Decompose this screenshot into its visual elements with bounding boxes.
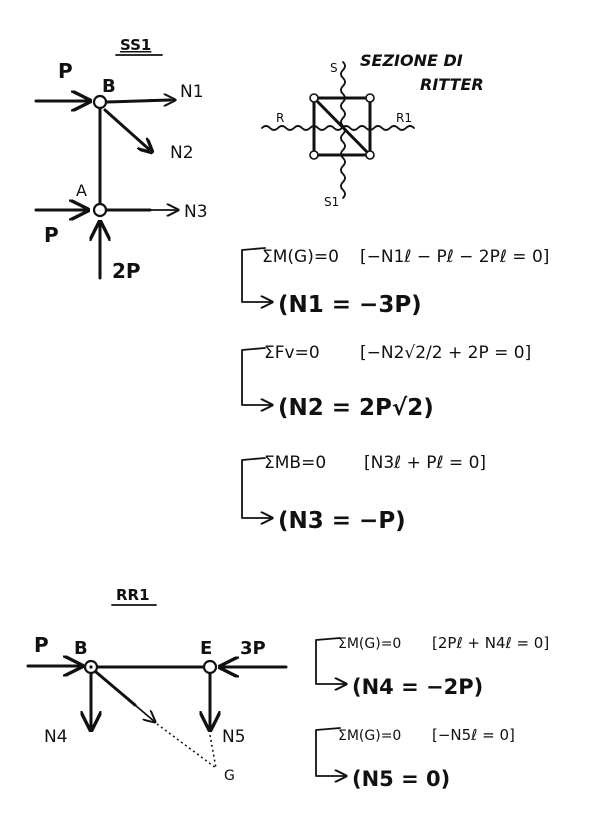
node-a — [92, 202, 108, 218]
node-e-label: E — [200, 638, 212, 659]
load-p-bottom-label: P — [44, 223, 59, 247]
eq3-bracket-arrow — [241, 457, 272, 518]
rr1-title: RR1 — [116, 586, 150, 604]
eq3-expression: [N3ℓ + Pℓ = 0] — [364, 453, 486, 473]
section-r-label: R — [276, 111, 284, 125]
dotted-line-g-vert — [209, 734, 217, 769]
eq4-condition: ΣM(G)=0 — [338, 636, 401, 652]
section-r-cut — [261, 125, 415, 131]
truss-node-bl — [309, 150, 319, 160]
eq2-condition: ΣFv=0 — [264, 343, 320, 363]
eq3-condition: ΣMB=0 — [264, 453, 326, 473]
eq2-expression: [−N2√2/2 + 2P = 0] — [360, 343, 531, 363]
eq1-expression: [−N1ℓ − Pℓ − 2Pℓ = 0] — [360, 247, 549, 267]
node-b-center — [89, 665, 93, 669]
n2-label: N2 — [170, 143, 194, 163]
node-e — [202, 659, 218, 675]
section-s-label: S — [330, 61, 338, 75]
section-s-cut — [340, 61, 346, 199]
eq2-result: (N2 = 2P√2) — [278, 395, 434, 421]
load-2p-label: 2P — [112, 259, 141, 283]
ritter-section: SEZIONE DI RITTER S S1 R R1 — [261, 51, 484, 209]
eq5-expression: [−N5ℓ = 0] — [432, 726, 515, 744]
n4-label: N4 — [44, 727, 68, 747]
ss1-diagram: SS1 P P 2P B A N1 N2 N3 — [34, 36, 208, 283]
truss-node-tl — [309, 93, 319, 103]
eq1-result: (N1 = −3P) — [278, 292, 422, 318]
rr1-diagram: RR1 P 3P B E G N4 N5 — [26, 586, 288, 784]
ss1-title: SS1 — [120, 36, 151, 54]
eq2-bracket-arrow — [241, 347, 272, 405]
ritter-title-line2: RITTER — [420, 75, 484, 94]
eq4-bracket-arrow — [315, 637, 346, 684]
eq4-expression: [2Pℓ + N4ℓ = 0] — [432, 634, 549, 652]
truss-node-br — [365, 150, 375, 160]
eq5-bracket-arrow — [315, 727, 346, 776]
eq5-result: (N5 = 0) — [352, 767, 450, 791]
n1-label: N1 — [180, 82, 204, 102]
truss-node-tr — [365, 93, 375, 103]
eq5-condition: ΣM(G)=0 — [338, 728, 401, 744]
arrow-diagonal — [134, 704, 155, 722]
n5-label: N5 — [222, 727, 246, 747]
load-p-rr1-label: P — [34, 633, 49, 657]
load-p-top-label: P — [58, 59, 73, 83]
equations-ss1: ΣM(G)=0 [−N1ℓ − Pℓ − 2Pℓ = 0] (N1 = −3P)… — [241, 247, 549, 534]
truss-diagonal — [312, 96, 372, 157]
member-diagonal — [94, 670, 137, 707]
load-3p-label: 3P — [240, 638, 266, 659]
member-n2 — [103, 108, 152, 152]
equations-rr1: ΣM(G)=0 [2Pℓ + N4ℓ = 0] (N4 = −2P) ΣM(G)… — [315, 634, 549, 791]
node-a-label: A — [76, 181, 87, 200]
dotted-line-g — [156, 723, 217, 769]
eq4-result: (N4 = −2P) — [352, 675, 483, 699]
n3-label: N3 — [184, 202, 208, 222]
node-b — [92, 94, 108, 110]
node-b-rr1-label: B — [74, 638, 88, 659]
section-s1-label: S1 — [324, 195, 339, 209]
ritter-title-line1: SEZIONE DI — [360, 51, 463, 70]
eq1-bracket-arrow — [241, 247, 272, 302]
eq1-condition: ΣM(G)=0 — [262, 247, 339, 267]
node-b-label: B — [102, 76, 116, 97]
section-r1-label: R1 — [396, 111, 412, 125]
eq3-result: (N3 = −P) — [278, 508, 406, 534]
node-g-label: G — [224, 768, 235, 784]
